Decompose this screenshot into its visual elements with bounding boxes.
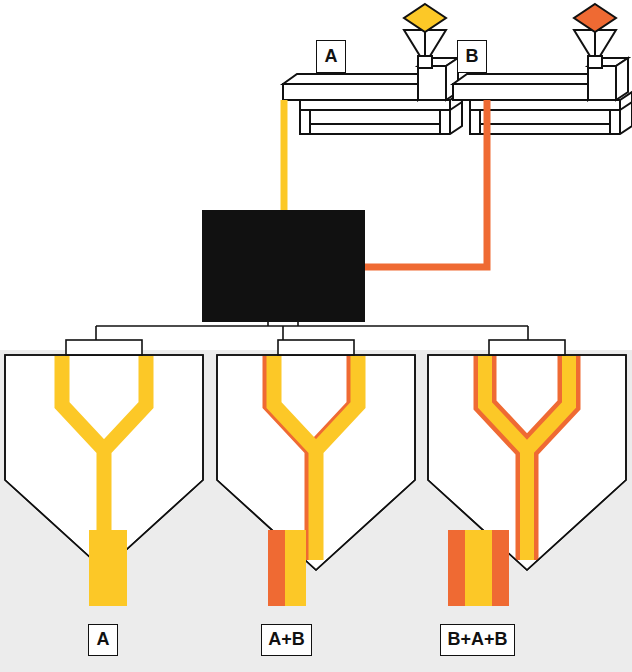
label-box: A+B — [261, 624, 312, 656]
label-box: A — [316, 40, 346, 73]
label-box: B — [457, 40, 487, 73]
label-box: B+A+B — [440, 624, 515, 656]
label-text: A+B — [268, 630, 305, 650]
label-text: B+A+B — [447, 630, 507, 650]
label-text: A — [97, 630, 110, 650]
label-text: A — [325, 47, 338, 67]
label-text: B — [466, 47, 479, 67]
label-box: A — [88, 624, 118, 656]
